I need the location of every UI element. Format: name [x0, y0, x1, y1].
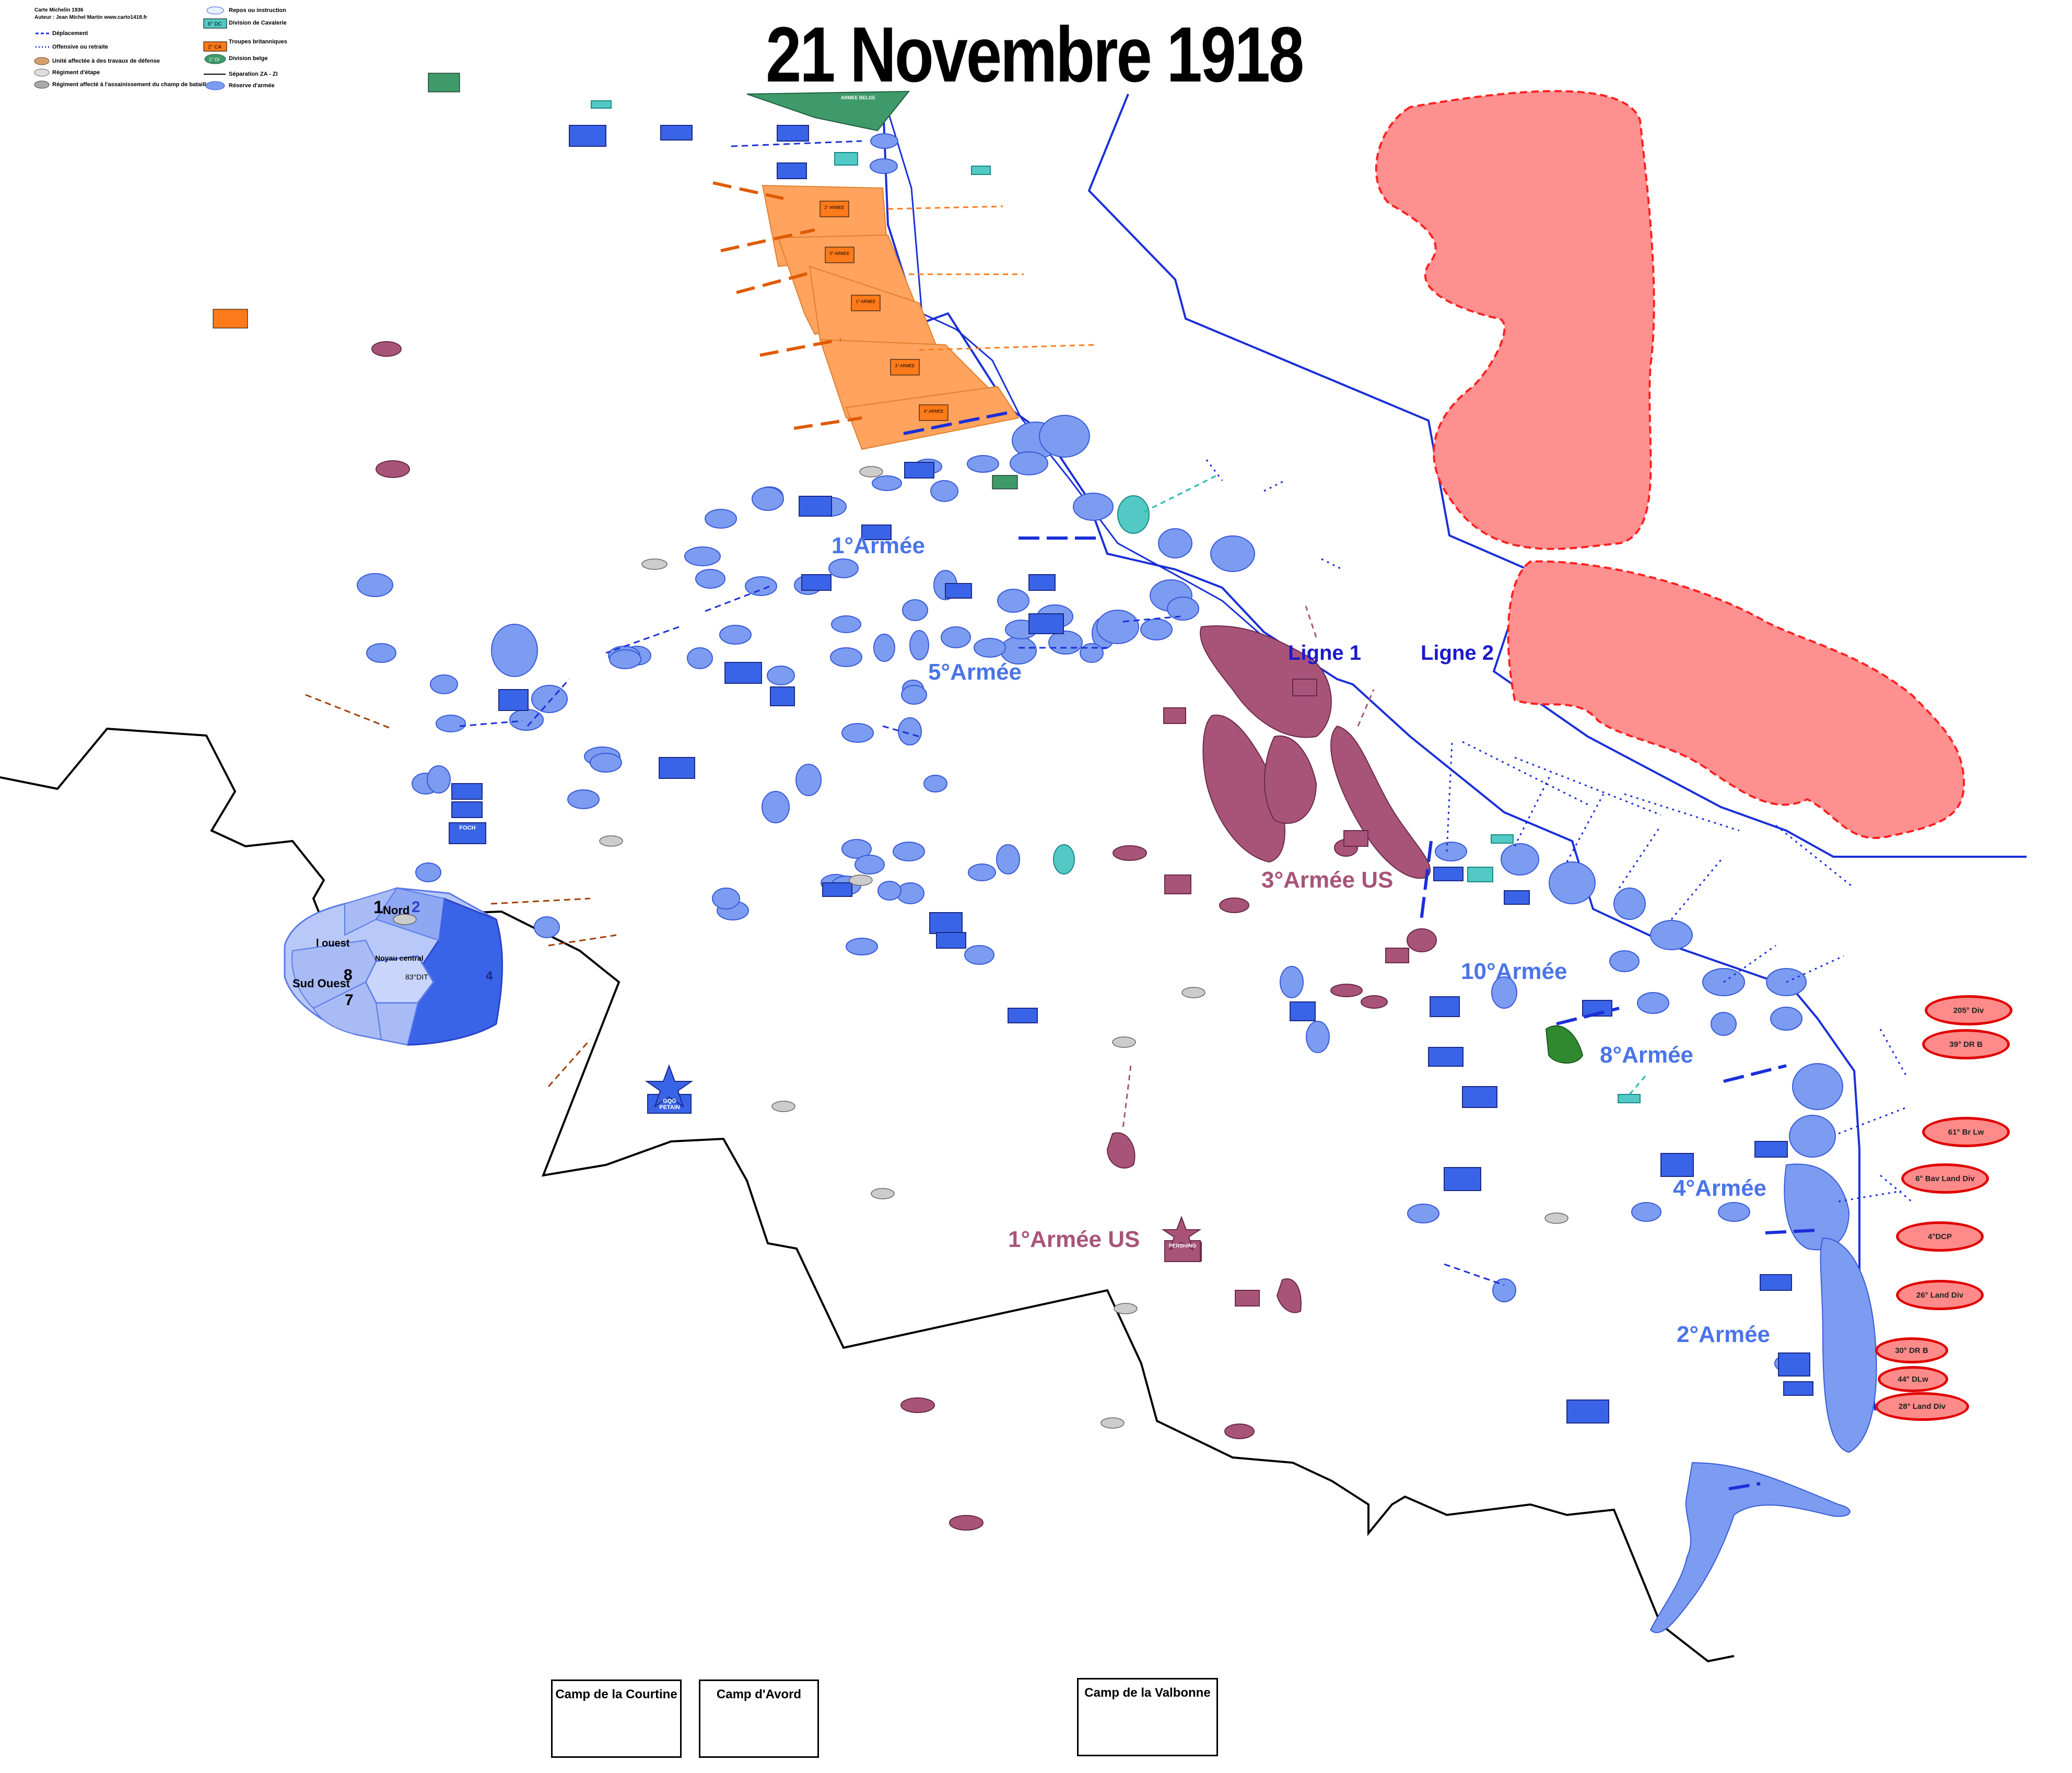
german-div-28-land: 28° Land Div: [1875, 1392, 1969, 1421]
cavalry-arrows: [1143, 474, 1646, 1095]
legend-etape: Régiment d'étape: [52, 69, 100, 76]
offensive-arrows: [1205, 459, 1912, 1203]
foch-label: FOCH: [459, 825, 476, 831]
camp-courtine: Camp de la Courtine: [551, 1679, 682, 1758]
german-zone-south: [1507, 560, 1965, 839]
label-4-armee: 4°Armée: [1673, 1175, 1767, 1201]
zone-separation-line: [0, 727, 1735, 1663]
legend-separation: Séparation ZA - ZI: [229, 71, 278, 77]
paris-zone-1: 1: [373, 897, 383, 917]
belgian-hq: [428, 73, 460, 92]
legend-britanniques: Troupes britanniques: [229, 39, 287, 45]
legend-travaux: Unité affectée à des travaux de défense: [52, 58, 160, 64]
british-sector: [712, 181, 1097, 450]
paris-zone-2: 2: [412, 899, 420, 916]
legend-cav-sample: 6° DC: [208, 21, 222, 27]
etape-regiments: [393, 466, 1568, 1429]
legend-repos: Repos ou instruction: [229, 7, 286, 14]
paris-zone-4: 4: [486, 969, 493, 983]
paris-zone-8: 8: [344, 966, 353, 984]
paris-83-dit: 83°DIT: [405, 973, 428, 981]
label-10-armee: 10°Armée: [1461, 959, 1567, 984]
legend-deplacement: Déplacement: [52, 30, 88, 37]
paris-zone-noyau: Noyau central: [375, 954, 424, 962]
label-5-armee: 5°Armée: [928, 659, 1022, 685]
ggq-label: GQG: [663, 1098, 676, 1104]
legend-offensive: Offensive ou retraite: [52, 44, 108, 50]
german-div-39-drb: 39° DR B: [1922, 1029, 2010, 1059]
belgian-division-2: [992, 475, 1018, 489]
front-line-inner: [882, 94, 1265, 638]
label-1-armee-us: 1°Armée US: [1008, 1227, 1140, 1252]
belgian-division: [1545, 1025, 1584, 1064]
pershing-caption: PERSHING: [1166, 1243, 1199, 1250]
movement-arrows: [459, 140, 1505, 1286]
german-div-6-bav: 6° Bav Land Div: [1901, 1163, 1989, 1194]
german-div-44-dlw: 44° DLw: [1878, 1366, 1948, 1392]
credit-line-2: Auteur : Jean Michel Martin www.carto141…: [34, 15, 147, 20]
camp-avord: Camp d'Avord: [699, 1679, 819, 1758]
us-movement-arrows: [1122, 605, 1375, 1129]
ggq-petain: PETAIN: [659, 1104, 680, 1111]
pershing-label: PERSHING: [1168, 1243, 1197, 1249]
label-1-armee: 1°Armée: [832, 533, 926, 558]
french-defence-dashes: [903, 411, 1818, 1490]
paris-zone-sud-ouest: Sud Ouest: [292, 977, 350, 990]
map-title: 21 Novembre 1918: [766, 10, 1304, 98]
paris-defence-zones: [284, 887, 504, 1046]
legend-symbols: 6° DC 2° CA 1° DI: [34, 6, 227, 90]
label-3-armee-us: 3°Armée US: [1261, 867, 1394, 893]
brit-army-1: 1° ARMEE: [856, 299, 876, 304]
german-div-205: 205° Div: [1925, 995, 2012, 1025]
legend-brit-sample: 2° CA: [208, 44, 222, 50]
legend: Carte Michelin 1936 Auteur : Jean Michel…: [31, 4, 303, 98]
label-ligne-2: Ligne 2: [1421, 641, 1494, 664]
brown-dashes: [305, 694, 617, 1087]
label-8-armee: 8°Armée: [1600, 1042, 1694, 1068]
camp-valbonne: Camp de la Valbonne: [1077, 1678, 1218, 1756]
legend-cavalerie: Division de Cavalerie: [229, 20, 287, 26]
label-ligne-1: Ligne 1: [1288, 641, 1362, 664]
us-units: [371, 341, 1437, 1531]
legend-belge: Division belge: [229, 55, 268, 62]
belgian-army-caption: ARMEE BELGE: [840, 95, 875, 100]
paris-zone-ouest: l ouest: [316, 938, 350, 949]
german-div-26-land: 26° Land Div: [1896, 1280, 1984, 1310]
credit-line-1: Carte Michelin 1936: [34, 7, 84, 13]
label-2-armee: 2°Armée: [1677, 1322, 1771, 1347]
foch-caption: FOCH: [450, 824, 485, 832]
legend-reserve: Réserve d'armée: [229, 83, 275, 89]
german-div-30-drb: 30° DR B: [1875, 1337, 1948, 1363]
pershing-hq: [1161, 1216, 1202, 1262]
brit-army-4: 4° ARMEE: [923, 409, 944, 414]
brit-army-5: 5° ARMEE: [829, 251, 850, 256]
ggq-caption: GQG PETAIN: [654, 1098, 685, 1111]
paris-zone-nord: Nord: [383, 904, 410, 917]
german-div-61-brlw: 61° Br Lw: [1922, 1117, 2010, 1147]
cavalry-divisions: [591, 100, 1641, 1103]
paris-zone-7: 7: [345, 992, 354, 1009]
ggq-hq: [645, 1064, 694, 1114]
french-hq-boxes: [449, 125, 1813, 1424]
legend-belge-sample: 1° DI: [209, 57, 219, 62]
legend-assainissement: Régiment affecté à l'assainissement du c…: [52, 81, 209, 88]
brit-army-3: 3° ARMEE: [895, 364, 915, 368]
german-zone-north: [1375, 90, 1655, 550]
german-div-4-dcp: 4°DCP: [1896, 1221, 1984, 1252]
brit-army-2: 2° ARMEE: [824, 205, 845, 210]
british-army-hq: [213, 201, 949, 421]
belgian-sector: [746, 90, 910, 132]
